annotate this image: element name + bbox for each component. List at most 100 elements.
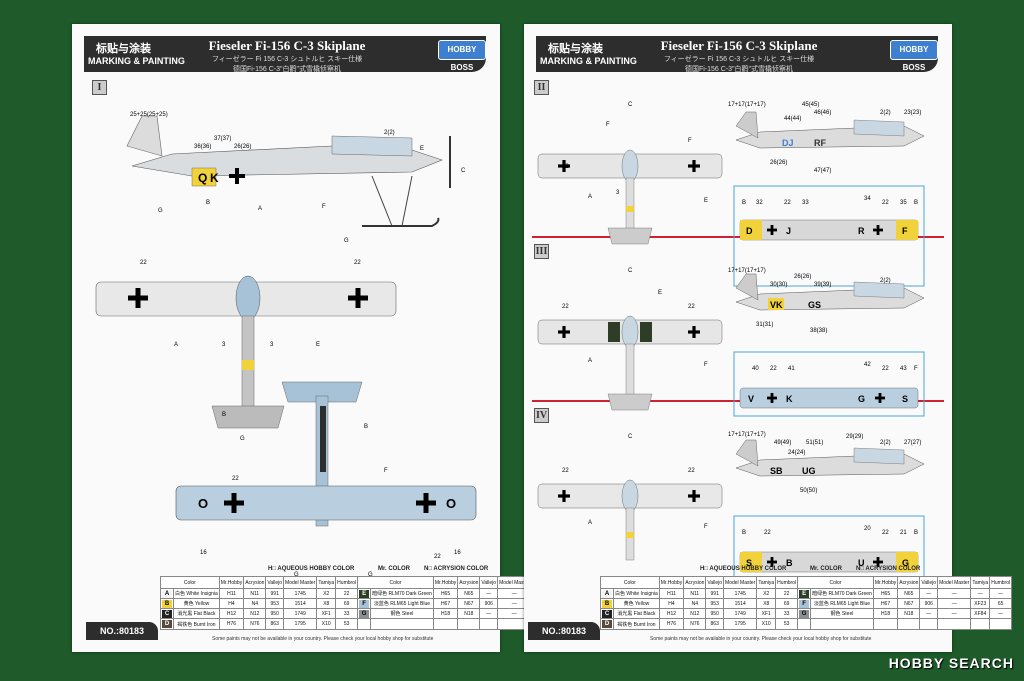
color-key: E: [357, 588, 372, 599]
table-cell: [919, 618, 939, 630]
table-cell: [479, 618, 499, 630]
wing-code: O: [198, 496, 208, 511]
table-cell: N65: [457, 588, 481, 599]
color-key: D: [600, 618, 614, 630]
callout: 22: [140, 260, 147, 266]
callout: 45(45): [802, 102, 819, 108]
table-cell: —: [989, 588, 1013, 599]
wing-code: S: [746, 558, 752, 568]
color-swatch: E: [359, 589, 370, 598]
callout: 25+25(25+25): [130, 112, 168, 118]
separator: [532, 236, 944, 238]
callout: 22: [882, 200, 889, 206]
scheme-1-drawings: Q K 25+25(25+25) 36(36) 37(37) 26(26) 2(…: [95, 112, 477, 578]
callout: G: [240, 436, 245, 442]
wing-code: R: [858, 226, 865, 236]
column-header: Acrysion: [243, 576, 267, 589]
table-cell: [810, 618, 874, 630]
color-swatch: A: [602, 589, 612, 598]
table-cell: XF1: [316, 608, 337, 619]
table-cell: 1749: [723, 608, 758, 619]
table-cell: 953: [705, 598, 725, 609]
table-cell: X2: [316, 588, 337, 599]
balkenkreuz-icon: [229, 168, 245, 184]
callout: C: [628, 102, 633, 108]
table-cell: N4: [243, 598, 267, 609]
callout: G: [158, 208, 163, 214]
table-cell: H12: [218, 608, 245, 619]
callout: C: [461, 168, 466, 174]
callout: 3: [270, 342, 274, 348]
column-header: Acrysion: [457, 576, 481, 589]
callout: 23(23): [904, 110, 921, 116]
table-cell: 906: [919, 598, 939, 609]
color-key: A: [600, 588, 614, 599]
header-bar: [84, 36, 486, 72]
callout: A: [258, 206, 262, 212]
callout: F: [384, 468, 388, 474]
callout: B: [206, 200, 210, 206]
callout: 46(46): [814, 110, 831, 116]
table-cell: XF1: [756, 608, 777, 619]
table-cell: 53: [335, 618, 359, 630]
color-key: F: [797, 598, 812, 609]
table-cell: 991: [705, 588, 725, 599]
scheme-badge-2: II: [534, 80, 549, 95]
color-key: C: [600, 608, 614, 619]
callout: F: [688, 138, 692, 144]
table-cell: —: [937, 608, 972, 619]
side-view-aircraft: Q K: [126, 115, 451, 227]
table-cell: [989, 618, 1013, 630]
color-key: B: [600, 598, 614, 609]
callout: 50(50): [800, 488, 817, 494]
color-swatch: G: [359, 609, 370, 618]
table-cell: N18: [897, 608, 921, 619]
scheme-badge-3: III: [534, 244, 549, 259]
item-number: NO.:80183: [86, 622, 158, 640]
table-cell: [432, 618, 459, 630]
color-swatch: D: [162, 620, 172, 628]
table-cell: X8: [756, 598, 777, 609]
callout: 47(47): [814, 168, 831, 174]
tail-code: SB: [770, 466, 783, 476]
callout: 17+17(17+17): [728, 432, 766, 438]
callout: 51(51): [806, 440, 823, 446]
table-cell: 钢色 Steel: [370, 608, 434, 619]
table-cell: —: [970, 588, 991, 599]
column-header: Acrysion: [683, 576, 707, 589]
callout: 30(30): [770, 282, 787, 288]
paint-note: Some paints may not be available in your…: [650, 636, 872, 642]
paint-note: Some paints may not be available in your…: [212, 636, 434, 642]
callout: 2(2): [384, 130, 395, 136]
callout: 22: [562, 468, 569, 474]
column-header: Tamiya: [316, 576, 337, 589]
callout: 16: [200, 550, 207, 556]
callout: 31(31): [756, 322, 773, 328]
color-key: C: [160, 608, 174, 619]
column-header: Color: [357, 576, 434, 589]
table-cell: 1795: [723, 618, 758, 630]
header-bar: [536, 36, 938, 72]
table-cell: 淡蓝色 RLM65 Light Blue: [370, 598, 434, 609]
table-cell: X2: [756, 588, 777, 599]
header-title-cn: 标贴与涂装: [548, 43, 603, 55]
callout: 26(26): [770, 160, 787, 166]
callout: B: [364, 424, 368, 430]
tail-code: UG: [802, 466, 816, 476]
scheme-badge-1: I: [92, 80, 107, 95]
table-cell: 1514: [283, 598, 318, 609]
color-swatch: [799, 619, 809, 627]
table-cell: H11: [218, 588, 245, 599]
header-title-en: MARKING & PAINTING: [88, 56, 185, 66]
hobbysearch-watermark: HOBBY SEARCH: [888, 655, 1014, 671]
table-cell: 33: [775, 608, 799, 619]
callout: 2(2): [880, 278, 891, 284]
column-header: Tamiya: [756, 576, 777, 589]
table-cell: X10: [316, 618, 337, 630]
column-header: Mr.Hobby: [432, 576, 459, 589]
